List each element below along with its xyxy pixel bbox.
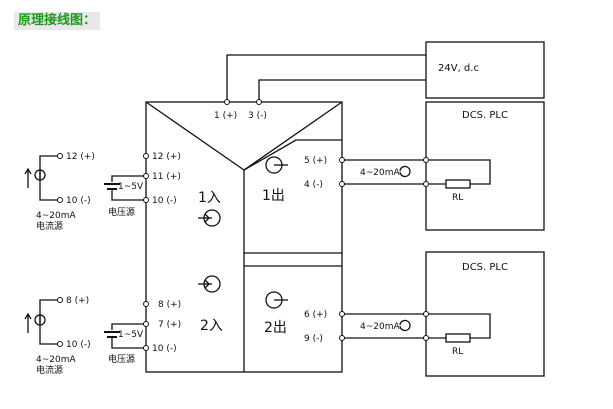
src2-pos: 8 (+) [66,296,89,306]
out1-current: 4~20mA [360,168,400,178]
src1-caption-1: 4~20mA [36,211,76,221]
dcs-box-1 [425,101,545,231]
output-2-label: 2出 [264,320,287,336]
power-box [425,41,545,99]
out2-pos: 6 (+) [304,310,327,320]
power-pin-pos: 1 (+) [214,111,237,121]
in2-term-a: 8 (+) [158,300,181,310]
in2-term-c: 10 (-) [152,344,177,354]
in1-voltage-label: 电压源 [108,206,135,218]
out2-neg: 9 (-) [304,334,323,344]
in2-term-b: 7 (+) [158,320,181,330]
in1-term-a: 12 (+) [152,152,181,162]
input-1-label: 1入 [198,190,221,206]
output-1-label: 1出 [262,188,285,204]
src1-neg: 10 (-) [66,196,91,206]
power-label: 24V, d.c [438,63,479,74]
diagram-title: 原理接线图： [14,12,101,30]
input-2-label: 2入 [200,318,223,334]
power-pin-neg: 3 (-) [248,111,267,121]
src2-neg: 10 (-) [66,340,91,350]
src2-caption-2: 电流源 [36,364,63,376]
dcs1-label: DCS. PLC [462,110,508,121]
src1-pos: 12 (+) [66,152,95,162]
in2-voltage-label: 电压源 [108,353,135,365]
out2-current: 4~20mA [360,322,400,332]
in1-term-b: 11 (+) [152,172,181,182]
out1-neg: 4 (-) [304,180,323,190]
in2-voltage: 1~5V [118,330,144,340]
dcs2-label: DCS. PLC [462,262,508,273]
in1-term-c: 10 (-) [152,196,177,206]
src2-caption-1: 4~20mA [36,355,76,365]
rl1-label: RL [452,193,463,203]
in1-voltage: 1~5V [118,182,144,192]
src1-caption-2: 电流源 [36,220,63,232]
rl2-label: RL [452,347,463,357]
out1-pos: 5 (+) [304,156,327,166]
